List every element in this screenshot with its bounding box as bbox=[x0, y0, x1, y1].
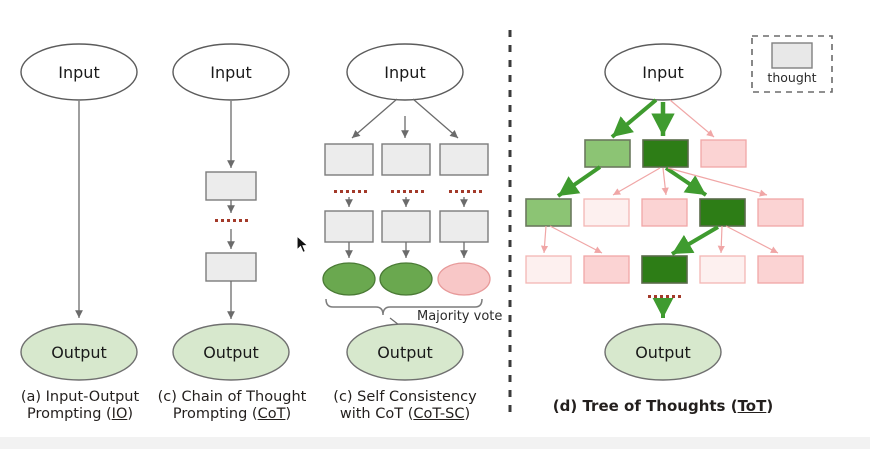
cotsc-thought-box-r2c3 bbox=[439, 210, 489, 243]
tot-node-l3-5 bbox=[757, 255, 804, 284]
cotsc-thought-box-r2c2 bbox=[381, 210, 431, 243]
tot-node-l2-1 bbox=[525, 198, 572, 227]
cotsc-majority-brace bbox=[325, 298, 483, 316]
io-output-ellipse bbox=[20, 323, 138, 381]
tot-input-label: Input bbox=[642, 63, 683, 82]
caption-cot-line2-post: ) bbox=[285, 406, 292, 422]
caption-io: (a) Input-Output Prompting (IO) bbox=[0, 389, 160, 423]
tot-edge-l1n2-l2n4 bbox=[664, 166, 708, 197]
cotsc-output-ellipse bbox=[346, 323, 464, 381]
io-input-label: Input bbox=[58, 63, 99, 82]
tot-output-label: Output bbox=[635, 343, 691, 362]
caption-cot: (c) Chain of Thought Prompting (CoT) bbox=[152, 389, 312, 423]
cotsc-input-ellipse bbox=[346, 43, 464, 101]
caption-cot-line1: (c) Chain of Thought bbox=[157, 389, 307, 405]
caption-cot-line2: Prompting (CoT) bbox=[152, 406, 312, 423]
cot-thought-box-2 bbox=[205, 252, 257, 282]
caption-cotsc-line2: with CoT (CoT-SC) bbox=[325, 406, 485, 423]
tot-edge-l2n4-l3n4 bbox=[717, 225, 725, 254]
cotsc-fan-arrow-right bbox=[412, 98, 459, 139]
cot-input-label: Input bbox=[210, 63, 251, 82]
tot-edge-l2n1-l3n2 bbox=[549, 225, 603, 254]
tot-node-l3-3 bbox=[641, 255, 688, 284]
caption-cotsc-line1: (c) Self Consistency bbox=[333, 389, 477, 405]
tot-edge-l1n2-l2n5 bbox=[667, 167, 768, 197]
caption-io-line2-post: ) bbox=[127, 406, 134, 422]
tot-edge-l1n2-l2n3 bbox=[661, 167, 669, 196]
legend-thought-box bbox=[771, 42, 813, 69]
caption-tot-pre: (d) Tree of Thoughts ( bbox=[552, 397, 738, 415]
cotsc-ellipsis-c3 bbox=[449, 190, 482, 193]
tot-edge-root-n3 bbox=[669, 99, 715, 138]
tot-node-l2-5 bbox=[757, 198, 804, 227]
cotsc-input-label: Input bbox=[384, 63, 425, 82]
tot-input-ellipse bbox=[604, 43, 722, 101]
tot-edge-l1n2-l2n2 bbox=[612, 167, 661, 196]
panel-io: Input Output bbox=[20, 43, 138, 381]
cotsc-vote-node-1 bbox=[322, 262, 376, 296]
legend-thought-label: thought bbox=[767, 70, 816, 85]
tot-node-l3-4 bbox=[699, 255, 746, 284]
tot-edge-l2n4-l3n3 bbox=[670, 225, 720, 256]
tot-node-l3-1 bbox=[525, 255, 572, 284]
caption-io-abbr: IO bbox=[111, 406, 128, 422]
tot-edge-root-n1 bbox=[610, 98, 658, 139]
tot-ellipsis bbox=[648, 295, 681, 298]
caption-io-line1: (a) Input-Output bbox=[20, 389, 140, 405]
cot-ellipsis bbox=[215, 219, 248, 222]
tot-node-l1-1 bbox=[584, 139, 631, 168]
tot-node-l2-4 bbox=[699, 198, 746, 227]
caption-cotsc-abbr: CoT-SC bbox=[413, 406, 465, 422]
tot-node-l1-2 bbox=[642, 139, 689, 168]
panel-cot: Input Output bbox=[172, 43, 290, 381]
legend: thought bbox=[751, 35, 833, 93]
caption-tot-post: ) bbox=[766, 397, 774, 415]
cotsc-ellipsis-c1 bbox=[334, 190, 367, 193]
tot-node-l1-3 bbox=[700, 139, 747, 168]
caption-cotsc: (c) Self Consistency with CoT (CoT-SC) bbox=[325, 389, 485, 423]
cotsc-thought-box-r2c1 bbox=[324, 210, 374, 243]
cot-thought-box-1 bbox=[205, 171, 257, 201]
tot-edge-l2n4-l3n5 bbox=[725, 225, 779, 254]
panel-cotsc: Input bbox=[322, 43, 502, 381]
cotsc-vote-node-3 bbox=[437, 262, 491, 296]
cotsc-output-label: Output bbox=[377, 343, 433, 362]
tot-edge-l2n1-l3n1 bbox=[540, 225, 549, 254]
cot-output-ellipse bbox=[172, 323, 290, 381]
cotsc-majority-vote-label: Majority vote bbox=[417, 309, 502, 324]
caption-cot-abbr: CoT bbox=[257, 406, 286, 422]
caption-cot-line2-pre: Prompting ( bbox=[172, 406, 258, 422]
cotsc-vote-node-2 bbox=[379, 262, 433, 296]
caption-io-line2-pre: Prompting ( bbox=[26, 406, 112, 422]
cotsc-thought-box-r1c1 bbox=[324, 143, 374, 176]
panel-tot: Input bbox=[525, 43, 804, 381]
tot-node-l2-2 bbox=[583, 198, 630, 227]
cot-input-ellipse bbox=[172, 43, 290, 101]
io-input-ellipse bbox=[20, 43, 138, 101]
caption-tot-abbr: ToT bbox=[737, 397, 767, 415]
cotsc-thought-box-r1c3 bbox=[439, 143, 489, 176]
tot-node-l2-3 bbox=[641, 198, 688, 227]
cot-output-label: Output bbox=[203, 343, 259, 362]
caption-tot: (d) Tree of Thoughts (ToT) bbox=[543, 398, 783, 415]
mouse-cursor bbox=[296, 235, 310, 254]
cotsc-thought-box-r1c2 bbox=[381, 143, 431, 176]
caption-cotsc-line2-pre: with CoT ( bbox=[339, 406, 414, 422]
tot-node-l3-2 bbox=[583, 255, 630, 284]
tot-output-ellipse bbox=[604, 323, 722, 381]
caption-io-line2: Prompting (IO) bbox=[0, 406, 160, 423]
bottom-bar bbox=[0, 437, 870, 449]
caption-cotsc-line2-post: ) bbox=[464, 406, 471, 422]
tot-edge-l1n1-l2n1 bbox=[556, 165, 602, 198]
cotsc-ellipsis-c2 bbox=[391, 190, 424, 193]
io-output-label: Output bbox=[51, 343, 107, 362]
caption-tot-line: (d) Tree of Thoughts (ToT) bbox=[543, 398, 783, 415]
cotsc-fan-arrow-left bbox=[351, 98, 398, 139]
